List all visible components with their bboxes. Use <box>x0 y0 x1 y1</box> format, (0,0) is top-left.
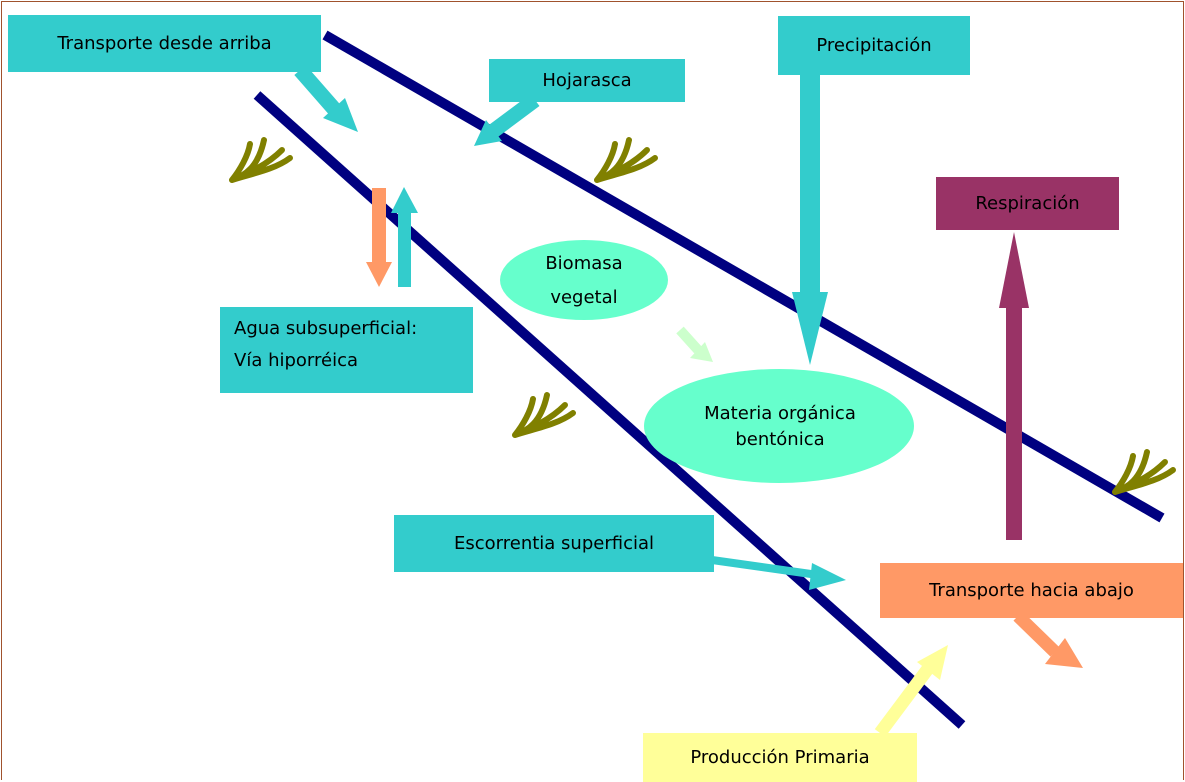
primary-production-arrow <box>874 645 948 737</box>
primary-production-box: Producción Primaria <box>643 733 917 782</box>
runoff-box: Escorrentia superficial <box>394 515 714 572</box>
primary-production-label: Producción Primaria <box>690 747 870 768</box>
precipitation-arrow <box>792 75 828 365</box>
leaf-litter-arrow <box>474 93 540 146</box>
plant-biomass-ellipse <box>500 240 668 320</box>
subsurface-water-box: Agua subsuperficial: Vía hiporréica <box>220 307 473 393</box>
subsurface-water-label-line1: Agua subsuperficial: <box>234 318 418 339</box>
benthic-organic-matter-ellipse <box>644 369 914 483</box>
respiration-box: Respiración <box>936 177 1119 230</box>
subsurface-water-label-line2: Vía hiporréica <box>234 350 359 371</box>
subsurface-down-arrow <box>366 188 392 287</box>
plant-icon <box>594 137 658 183</box>
transport-downstream-box: Transporte hacia abajo <box>880 563 1183 618</box>
plant-icon <box>512 392 576 438</box>
subsurface-up-arrow <box>391 187 418 287</box>
benthic-organic-matter-label-line2: bentónica <box>735 429 825 450</box>
runoff-arrow <box>711 556 846 590</box>
leaf-litter-label: Hojarasca <box>542 70 632 91</box>
benthic-organic-matter-label: Materia orgánica bentónica <box>645 399 915 455</box>
precipitation-box: Precipitación <box>778 16 970 75</box>
transport-from-above-label: Transporte desde arriba <box>57 33 272 54</box>
upper-bank-line <box>322 30 1165 523</box>
precipitation-label: Precipitación <box>816 35 932 56</box>
transport-downstream-arrow <box>1013 611 1083 668</box>
respiration-arrow <box>999 232 1029 540</box>
plant-icon <box>1112 449 1176 495</box>
transport-from-above-box: Transporte desde arriba <box>8 15 321 72</box>
runoff-label: Escorrentia superficial <box>454 533 654 554</box>
leaf-litter-box: Hojarasca <box>489 59 685 102</box>
plant-biomass-label-line1: Biomasa <box>545 253 623 274</box>
transport-downstream-label: Transporte hacia abajo <box>929 580 1134 601</box>
respiration-label: Respiración <box>975 193 1080 214</box>
plant-icon <box>229 137 293 183</box>
biomass-to-organic-matter-arrow <box>676 326 713 362</box>
transport-from-above-arrow <box>294 65 358 132</box>
plant-biomass-label-line2: vegetal <box>550 287 618 308</box>
benthic-organic-matter-label-line1: Materia orgánica <box>704 403 856 424</box>
plant-biomass-label: Biomasa vegetal <box>500 248 668 314</box>
